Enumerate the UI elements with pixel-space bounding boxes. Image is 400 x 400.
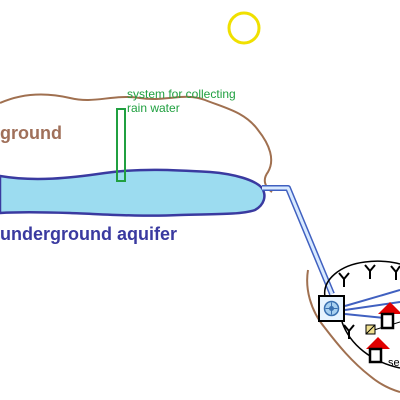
filter-icon bbox=[323, 300, 340, 317]
tree-icon bbox=[338, 272, 350, 287]
water-pipe-inner bbox=[262, 186, 334, 295]
house-icon bbox=[366, 337, 390, 364]
house-icon bbox=[378, 302, 400, 330]
water-pipe bbox=[262, 185, 335, 296]
label-collecting-system: system for collecting rain water bbox=[127, 87, 236, 115]
village-area-lower bbox=[341, 321, 400, 369]
aquifer-body bbox=[0, 168, 266, 217]
tree-icon bbox=[364, 264, 376, 279]
solar-panel-icon bbox=[365, 324, 376, 335]
label-aquifer: underground aquifer bbox=[0, 224, 177, 244]
pipe-line bbox=[344, 313, 386, 319]
collection-system bbox=[116, 108, 126, 182]
label-ground: ground bbox=[0, 123, 62, 143]
tree-icon bbox=[343, 324, 355, 339]
tree-icon bbox=[390, 265, 400, 280]
ground-outline-lower bbox=[306, 269, 400, 393]
pipe-line bbox=[344, 289, 400, 307]
village-area bbox=[324, 260, 400, 298]
label-partial: se bbox=[388, 357, 400, 369]
sun-icon bbox=[227, 11, 261, 45]
ground-outline bbox=[0, 93, 273, 193]
